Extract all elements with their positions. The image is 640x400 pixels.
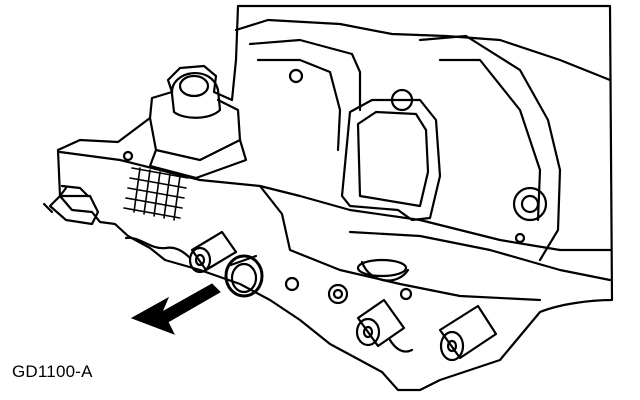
oval-boss-shadow xyxy=(360,260,410,282)
case-hole-5 xyxy=(399,287,413,301)
connector-wire xyxy=(42,202,54,214)
arrow-icon xyxy=(130,283,221,335)
flange-bolt-hole xyxy=(390,88,414,112)
bushing-right-2 xyxy=(438,304,498,362)
right-small-hole xyxy=(514,232,526,244)
case-hole-2 xyxy=(284,276,300,292)
right-boss-outer xyxy=(512,186,548,222)
connector-tab xyxy=(58,184,90,198)
case-hole-1 xyxy=(122,150,134,162)
target-seal xyxy=(224,254,264,298)
lower-case-edge xyxy=(348,230,612,282)
upper-rib xyxy=(248,38,362,112)
case-outline xyxy=(56,4,614,392)
dome-cap xyxy=(170,72,222,119)
case-hole-3 xyxy=(327,283,349,305)
oval-boss xyxy=(356,258,408,278)
flange-window-inner xyxy=(356,110,430,208)
bushing-right-1 xyxy=(355,298,414,353)
right-housing-edge-2 xyxy=(438,58,542,222)
upper-rib-2 xyxy=(256,58,342,152)
right-boss-inner xyxy=(520,194,540,214)
flange-window xyxy=(340,98,442,222)
upper-housing-edge xyxy=(234,18,612,82)
dome-top xyxy=(178,74,210,98)
figure-id-label: GD1100-A xyxy=(12,362,93,381)
right-housing-edge xyxy=(418,34,562,262)
lower-flange-wave xyxy=(124,236,192,260)
id-grid xyxy=(123,167,189,221)
bushing-small xyxy=(188,230,238,274)
case-hole-4 xyxy=(332,288,344,300)
mid-case-edge-2 xyxy=(258,184,542,302)
mid-case-edge xyxy=(58,150,612,252)
upper-bolt-hole xyxy=(288,68,304,84)
dome-base xyxy=(148,98,242,162)
